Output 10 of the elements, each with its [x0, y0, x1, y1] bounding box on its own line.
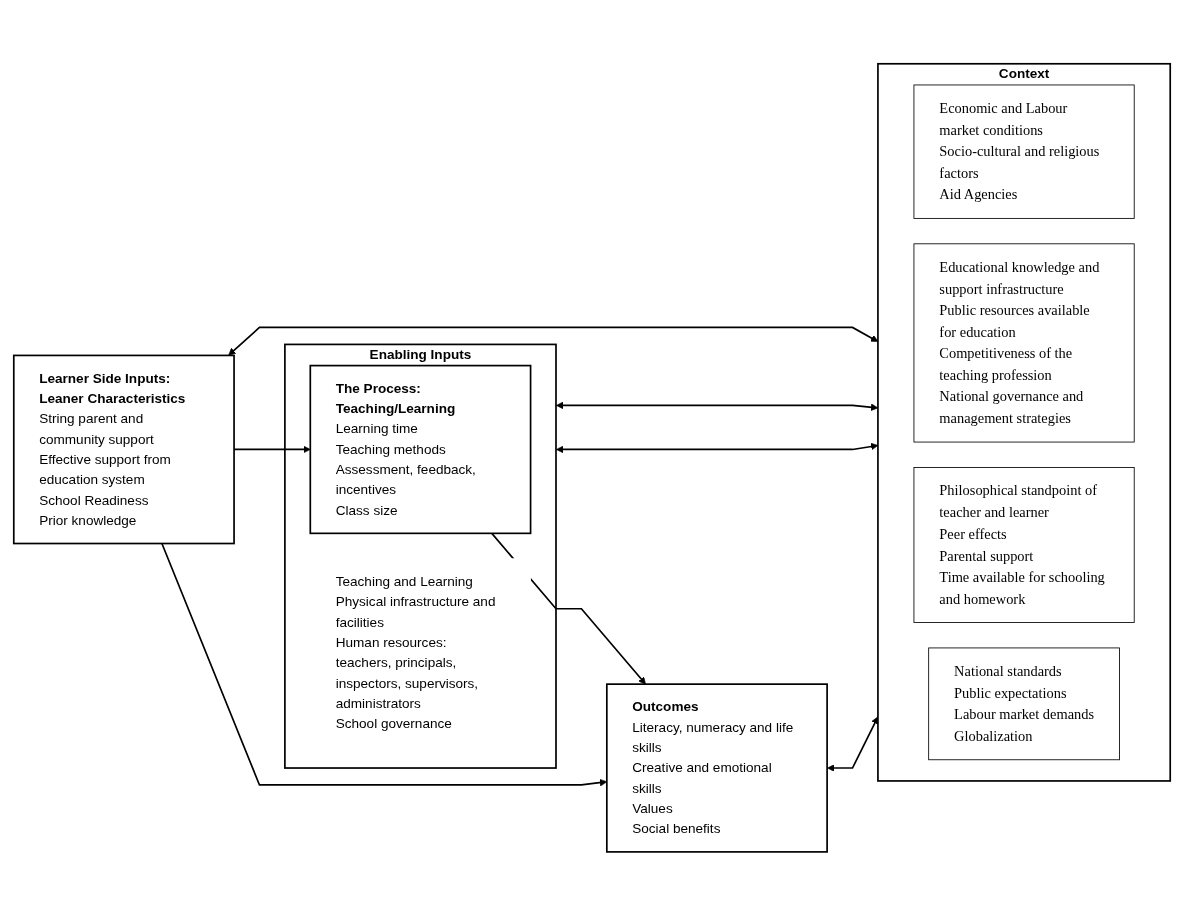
node-box — [12, 354, 235, 544]
flowchart: Enabling Inputs Context Economic and Labour market conditions Socio-cultural and religious factors Aid Agencies Educational knowledge and support infrastructure Public resources available for education Competitiveness of the teaching profession National governance and management strategies Philosophical standpoint of teacher and learner Peer effects Parental support Time available for schooling and homework National standards Public expectations Labour market demands Globalization Learner Side Inputs: Leaner Characteristics String parent and community support Effective support from education system School Readiness Prior knowledge The Process: Teaching/Learning Learning time Teaching methods Assessment, feedback, incentives Class size Teaching and Learning Physical infrastructure and facilities Human resources: teachers, principals, inspectors, supervisors, administrators School governance Outcomes Literacy, numeracy and life skills Creative and emotional skills Values Social benefits — [7, 56, 1177, 859]
node-box — [913, 84, 1135, 219]
node-box — [309, 364, 532, 534]
node-box — [913, 466, 1135, 623]
node-box — [913, 243, 1135, 443]
cluster — [877, 62, 1172, 782]
node-box — [606, 682, 828, 853]
cluster — [284, 343, 557, 769]
node-box — [928, 647, 1120, 760]
